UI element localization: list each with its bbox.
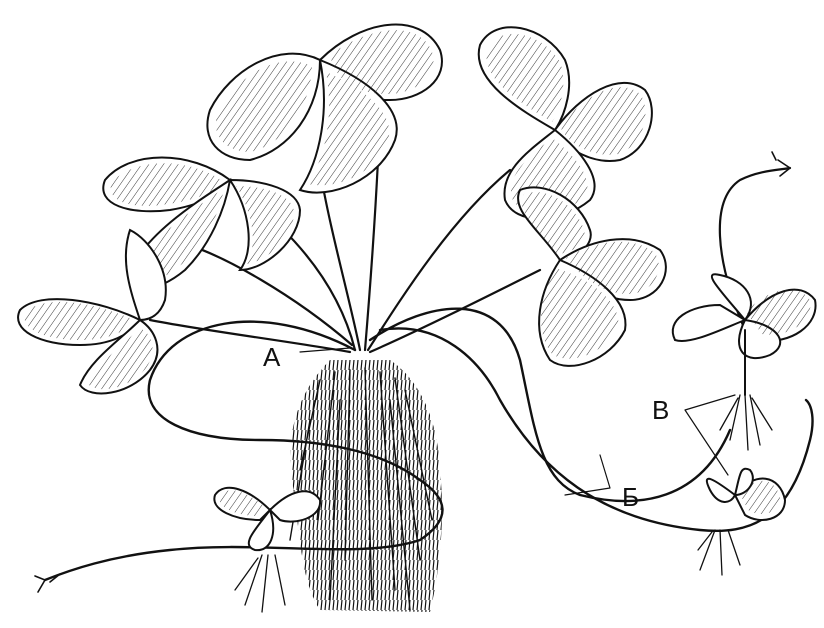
leaf-top-right <box>479 27 652 219</box>
label-daughter-plants: В <box>652 397 669 423</box>
daughter-plant-lower <box>698 469 785 575</box>
leaf-left-lower <box>18 230 166 393</box>
leaf-right-middle <box>518 187 666 365</box>
label-runner: Б <box>622 484 639 510</box>
main-root-mass <box>290 360 442 612</box>
label-crown: А <box>263 344 280 370</box>
leaf-top-center <box>207 25 442 193</box>
